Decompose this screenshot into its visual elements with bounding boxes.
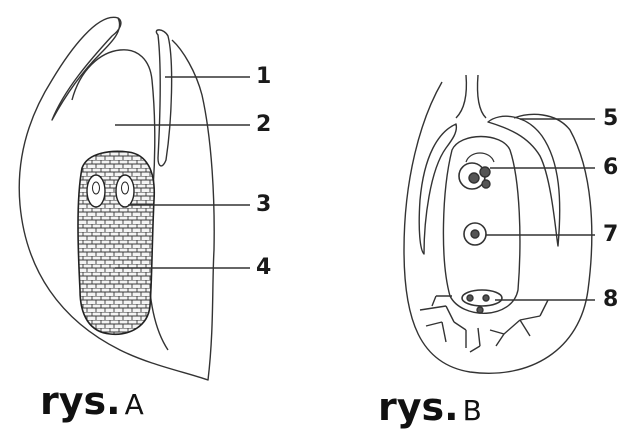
inner-integument-left-b <box>419 124 456 254</box>
inner-integument-b <box>488 116 560 246</box>
label-4: 4 <box>256 257 271 279</box>
label-6: 6 <box>603 157 618 179</box>
label-2: 2 <box>256 114 271 136</box>
caption-a-word: rys. <box>40 379 121 423</box>
label-5: 5 <box>603 108 618 130</box>
label-8: 8 <box>603 289 618 311</box>
caption-b-word: rys. <box>378 385 459 429</box>
label-1: 1 <box>256 66 271 88</box>
megaspore-right-a <box>116 175 134 207</box>
caption-b: rys.B <box>378 388 482 426</box>
caption-a-letter: A <box>125 388 144 421</box>
micropyle-b <box>456 75 486 118</box>
caption-a: rys.A <box>40 382 144 420</box>
nucellus-cells-b <box>420 296 548 352</box>
integument-strip-right-a <box>156 30 171 166</box>
figure-b <box>404 75 595 373</box>
megaspore-left-a <box>87 175 105 207</box>
caption-b-letter: B <box>463 394 482 427</box>
label-7: 7 <box>603 224 618 246</box>
label-3: 3 <box>256 194 271 216</box>
figure-a <box>19 17 250 380</box>
